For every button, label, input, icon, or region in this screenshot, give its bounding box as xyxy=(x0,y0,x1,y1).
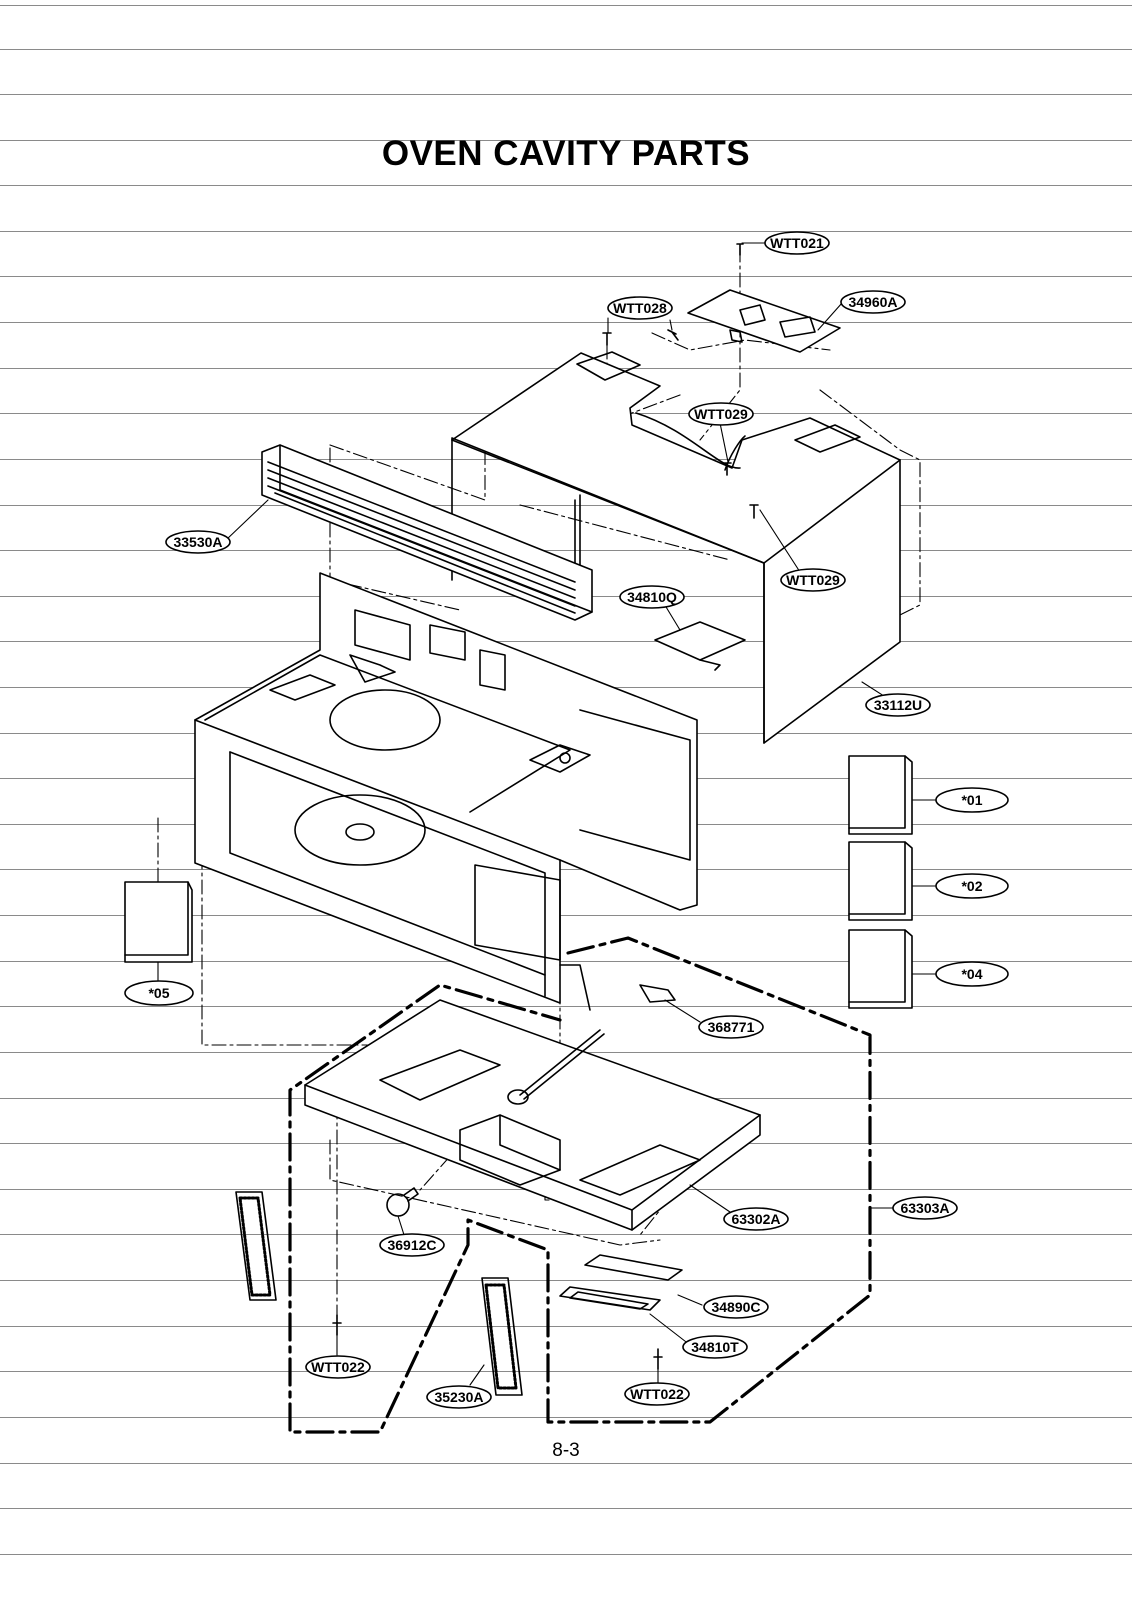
callout-33530a: 33530A xyxy=(165,530,231,554)
callout-34810t: 34810T xyxy=(682,1335,748,1359)
callout-wtt029-b: WTT029 xyxy=(780,568,846,592)
callout-wtt022-a: WTT022 xyxy=(305,1355,371,1379)
screws xyxy=(332,243,759,1370)
callout-05: *05 xyxy=(124,980,194,1006)
svg-text:*05: *05 xyxy=(148,985,169,1001)
svg-text:35230A: 35230A xyxy=(434,1389,483,1405)
page-number: 8-3 xyxy=(552,1440,580,1461)
leader-lines xyxy=(157,242,937,1386)
svg-text:34810Q: 34810Q xyxy=(627,589,677,605)
svg-text:63302A: 63302A xyxy=(731,1211,780,1227)
svg-text:WTT021: WTT021 xyxy=(770,235,824,251)
callout-63302a: 63302A xyxy=(723,1207,789,1231)
callout-34890c: 34890C xyxy=(703,1295,769,1319)
svg-text:WTT028: WTT028 xyxy=(613,300,667,316)
callout-33112u: 33112U xyxy=(865,693,931,717)
lamp-36912c xyxy=(386,1187,419,1217)
callout-34810q: 34810Q xyxy=(619,585,685,609)
grease-filters xyxy=(235,1191,523,1396)
svg-text:*04: *04 xyxy=(961,966,982,982)
svg-text:*02: *02 xyxy=(961,878,982,894)
callout-wtt022-b: WTT022 xyxy=(624,1382,690,1406)
manual-boxes xyxy=(124,755,913,1009)
callout-63303a: 63303A xyxy=(892,1196,958,1220)
plate-34960a xyxy=(687,289,841,353)
svg-text:WTT022: WTT022 xyxy=(311,1359,365,1375)
svg-text:33112U: 33112U xyxy=(874,697,922,713)
svg-text:WTT029: WTT029 xyxy=(786,572,840,588)
oven-cavity xyxy=(194,572,698,1004)
svg-text:34960A: 34960A xyxy=(848,294,897,310)
svg-text:33530A: 33530A xyxy=(173,534,222,550)
svg-text:*01: *01 xyxy=(961,792,982,808)
svg-text:63303A: 63303A xyxy=(900,1200,949,1216)
callout-wtt029-a: WTT029 xyxy=(688,402,754,426)
svg-text:368771: 368771 xyxy=(708,1019,755,1035)
callouts: WTT021 34960A WTT028 WTT029 WTT029 33530… xyxy=(124,231,1009,1409)
svg-text:WTT022: WTT022 xyxy=(630,1386,684,1402)
callout-36912c: 36912C xyxy=(379,1233,445,1257)
callout-01: *01 xyxy=(935,787,1009,813)
callout-04: *04 xyxy=(935,961,1009,987)
callout-wtt021: WTT021 xyxy=(764,231,830,255)
svg-text:36912C: 36912C xyxy=(387,1237,436,1253)
callout-wtt028: WTT028 xyxy=(607,296,673,320)
svg-text:34890C: 34890C xyxy=(711,1299,760,1315)
base-tray-63302a xyxy=(304,964,761,1231)
bracket-34810q xyxy=(654,621,746,671)
callout-35230a: 35230A xyxy=(426,1385,492,1409)
callout-368771: 368771 xyxy=(698,1015,764,1039)
svg-text:34810T: 34810T xyxy=(691,1339,739,1355)
assembly-boundary xyxy=(288,936,872,1434)
callout-02: *02 xyxy=(935,873,1009,899)
svg-text:WTT029: WTT029 xyxy=(694,406,748,422)
vent-grille-33530a xyxy=(261,444,593,621)
page-title: OVEN CAVITY PARTS xyxy=(381,134,751,173)
callout-34960a: 34960A xyxy=(840,290,906,314)
lamp-cover xyxy=(559,1254,683,1311)
